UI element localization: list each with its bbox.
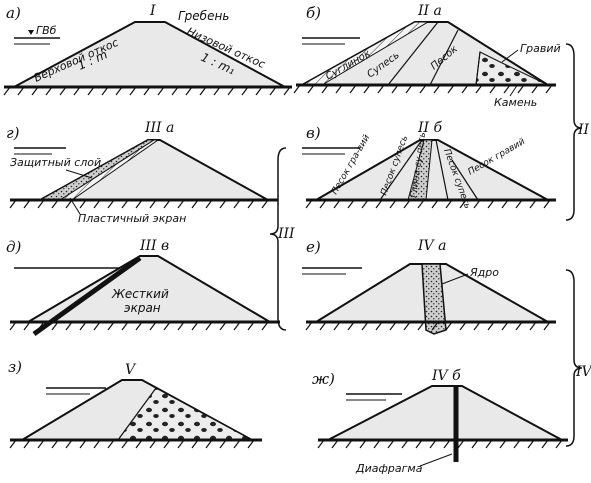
ground-hatch [9, 199, 269, 209]
ground-hatch [317, 439, 563, 449]
panel-zh: ж) IV б Диафрагма [312, 368, 568, 475]
rigid-screen-label-1: Жесткий [111, 287, 169, 301]
gravel-label: Гравий [520, 42, 561, 55]
panel-label: в) [306, 124, 321, 142]
panel-label: з) [8, 358, 22, 376]
core-zone [421, 263, 447, 335]
ground-hatch [9, 321, 269, 331]
panel-a: а) I ГВб Гребень Верховой откос 1 : m Ни… [3, 3, 292, 96]
ground-hatch [3, 86, 291, 96]
zone-boundary [475, 51, 481, 86]
core-label: Ядро [469, 266, 499, 279]
protective-layer-label: Защитный слой [10, 156, 101, 169]
stone-label: Камень [494, 96, 537, 109]
panel-z: з) V [8, 358, 262, 449]
panel-label: г) [6, 124, 20, 142]
panel-label: б) [306, 4, 321, 22]
panel-d: д) III в Жесткий экран [6, 238, 280, 337]
plastic-screen-label: Пластичный экран [78, 212, 186, 225]
water-level-triangle-icon [28, 30, 34, 35]
type-name: IV а [417, 238, 446, 254]
panel-v: в) II б Песок гра-вий Песок супесь Глина… [302, 120, 556, 210]
type-name: II а [417, 3, 442, 19]
gravel-zone [475, 51, 549, 86]
type-name: I [149, 3, 156, 19]
panel-label: е) [306, 238, 321, 256]
ground-hatch [305, 199, 551, 209]
ground-hatch [293, 84, 553, 94]
group-brace-right-bottom: IV [565, 269, 591, 447]
panel-b: б) II а Суглинок Супесь Песок Гравий Кам… [293, 3, 561, 109]
type-name: IV б [431, 368, 461, 384]
group-brace-right-top: II [565, 43, 590, 221]
type-name: III а [144, 120, 174, 136]
panel-g: г) III а Защитный слой Пластичный экран [6, 120, 278, 225]
type-name: III в [139, 238, 169, 254]
crest-label: Гребень [178, 9, 229, 23]
diaphragm-label: Диафрагма [355, 462, 423, 475]
group-label: IV [575, 364, 591, 380]
panel-label: ж) [312, 370, 335, 388]
gvb-label: ГВб [36, 24, 57, 37]
rigid-screen-label-2: экран [124, 301, 161, 315]
group-label: III [277, 226, 295, 242]
ground-hatch [9, 439, 255, 449]
panel-label: д) [6, 238, 22, 256]
zone-boundary [387, 21, 439, 86]
panel-e: е) IV а Ядро [302, 238, 556, 335]
zone-boundary [429, 29, 459, 86]
type-name: II б [417, 120, 443, 136]
ground-hatch [305, 321, 551, 331]
group-label: II [577, 122, 590, 138]
group-brace-left-mid: III [269, 147, 295, 331]
panel-label: а) [6, 4, 21, 22]
type-name: V [125, 362, 137, 378]
